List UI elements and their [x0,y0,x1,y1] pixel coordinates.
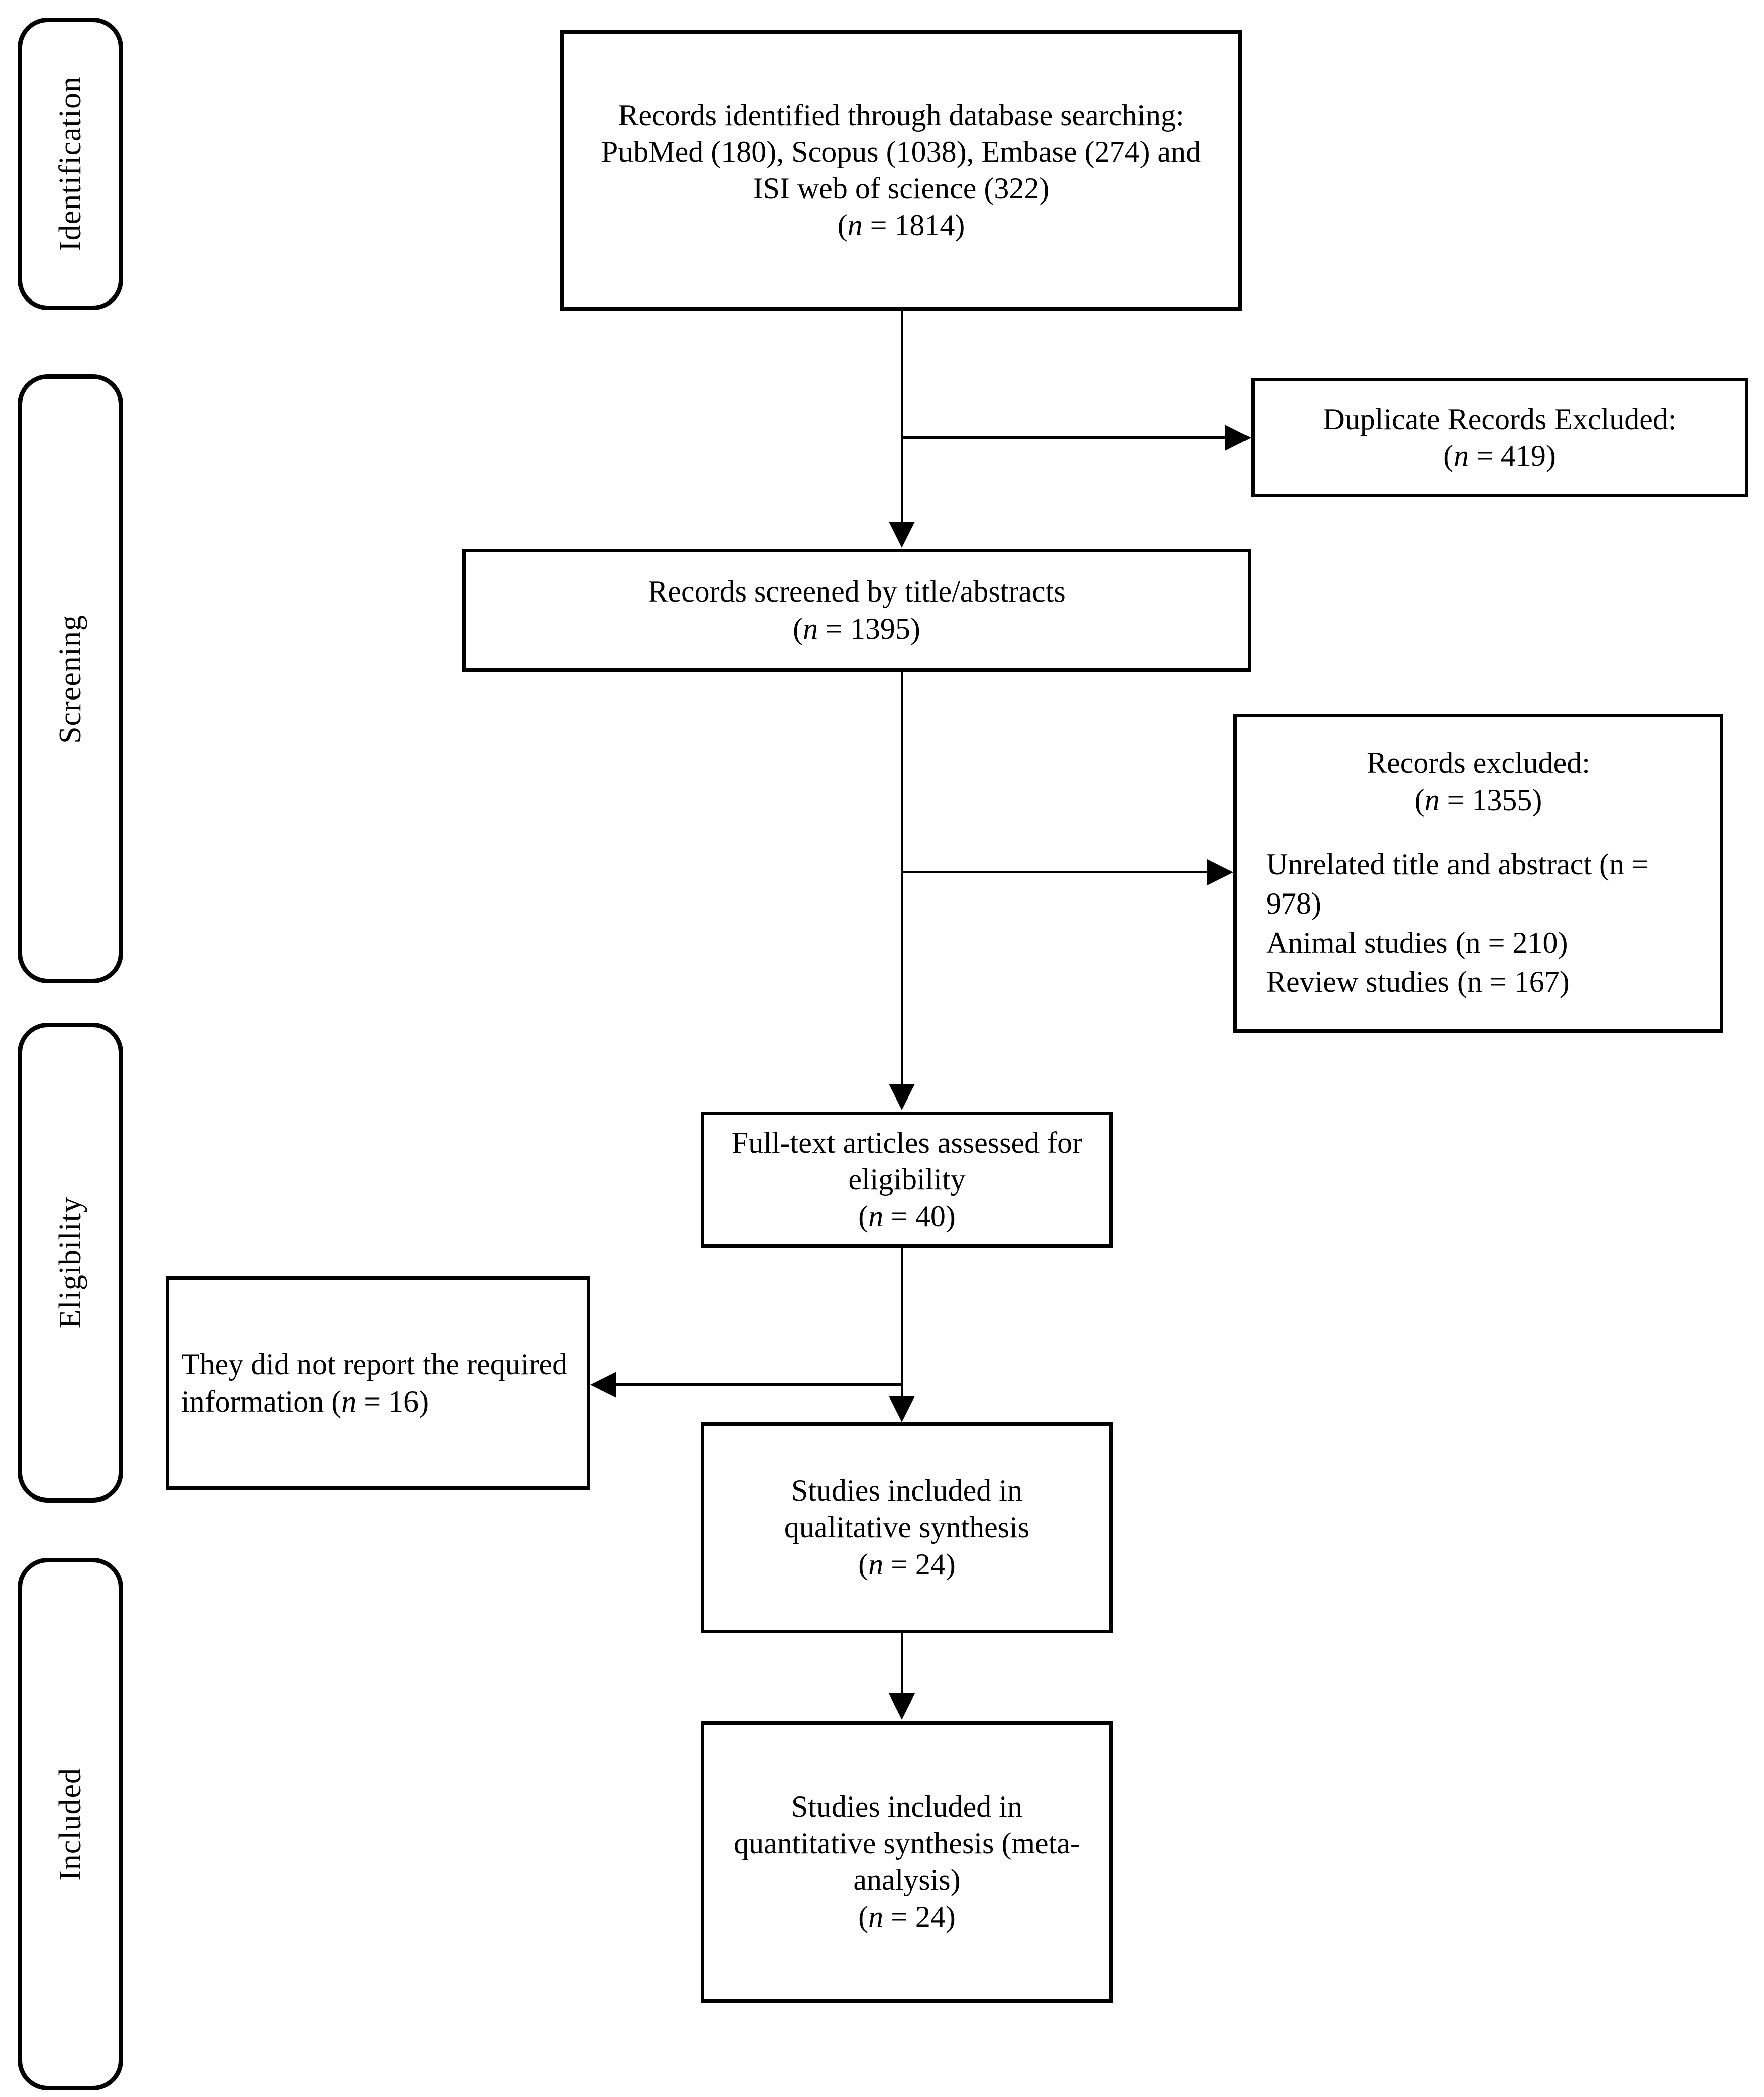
count-open-paren: ( [793,612,803,645]
records-excluded-reason-1: Unrelated title and abstract (n = 978) [1266,847,1649,920]
quantitative-synthesis-line3: analysis) [853,1863,961,1896]
count-n-symbol: n [847,209,863,242]
not-reported-line1: They did not report the required [181,1348,568,1381]
arrowhead-to-records-excluded [1207,859,1233,885]
box-records-excluded: Records excluded: (n = 1355) Unrelated t… [1233,714,1723,1033]
count-number: = 24) [883,1547,956,1581]
connector-qualitative-to-quantitative [901,1633,903,1693]
count-open-paren: ( [1414,783,1425,817]
box-full-text-assessed: Full-text articles assessed for eligibil… [701,1112,1113,1248]
arrowhead-to-fulltext [889,1084,915,1110]
connector-to-records-excluded [901,871,1207,873]
box-qualitative-synthesis: Studies included in qualitative synthesi… [701,1422,1113,1633]
box-not-reported: They did not report the required informa… [166,1276,590,1490]
stage-identification-label: Identification [53,76,87,251]
records-excluded-reason-2: Animal studies (n = 210) [1266,926,1568,959]
arrowhead-to-records-screened [889,522,915,548]
arrowhead-to-duplicates [1225,425,1251,451]
stage-screening-label: Screening [53,614,87,744]
qualitative-synthesis-line2: qualitative synthesis [784,1511,1030,1544]
arrowhead-to-quantitative [889,1693,915,1720]
stage-eligibility: Eligibility [18,1023,123,1503]
count-open-paren: ( [837,209,848,242]
count-open-paren: ( [858,1547,869,1581]
full-text-assessed-line2: eligibility [848,1162,966,1196]
arrowhead-to-not-reported [590,1372,616,1398]
records-identified-count: (n = 1814) [576,207,1226,244]
count-n-symbol: n [1454,439,1469,472]
box-records-screened: Records screened by title/abstracts (n =… [462,549,1251,672]
not-reported-line2-post: = 16) [356,1384,429,1418]
not-reported-text: They did not report the required informa… [169,1346,587,1420]
count-n-symbol: n [868,1900,884,1934]
box-duplicate-records-excluded: Duplicate Records Excluded: (n = 419) [1251,378,1748,497]
connector-to-not-reported [616,1383,903,1386]
qualitative-synthesis-line1: Studies included in [791,1474,1022,1508]
not-reported-line2-pre: information ( [181,1384,342,1418]
count-number: = 1814) [862,209,965,242]
count-open-paren: ( [1443,439,1454,472]
stage-included-label: Included [53,1767,87,1881]
records-excluded-line1: Records excluded: [1367,746,1590,780]
records-excluded-count: (n = 1355) [1249,782,1708,819]
records-screened-count: (n = 1395) [478,611,1235,647]
duplicates-excluded-text: Duplicate Records Excluded: (n = 419) [1255,401,1745,474]
count-n-symbol: n [341,1384,357,1418]
connector-to-duplicates [901,436,1225,439]
count-n-symbol: n [803,612,818,645]
stage-eligibility-label: Eligibility [53,1196,87,1329]
records-identified-text: Records identified through database sear… [564,97,1238,244]
count-n-symbol: n [868,1200,884,1233]
records-identified-line3: ISI web of science (322) [753,172,1050,205]
qualitative-synthesis-count: (n = 24) [716,1546,1097,1583]
quantitative-synthesis-line2: quantitative synthesis (meta- [734,1826,1080,1860]
count-open-paren: ( [858,1200,869,1233]
connector-identified-to-screened [901,311,903,522]
box-records-identified: Records identified through database sear… [560,30,1242,311]
records-excluded-reasons: Unrelated title and abstract (n = 978) A… [1249,845,1708,1002]
full-text-assessed-line1: Full-text articles assessed for [731,1126,1083,1159]
records-identified-line1: Records identified through database sear… [618,98,1184,132]
count-number: = 40) [883,1200,956,1233]
stage-screening: Screening [18,374,123,983]
duplicates-excluded-line1: Duplicate Records Excluded: [1323,402,1677,436]
records-excluded-text: Records excluded: (n = 1355) Unrelated t… [1237,745,1720,1001]
box-quantitative-synthesis: Studies included in quantitative synthes… [701,1721,1113,2003]
count-n-symbol: n [1424,783,1440,817]
records-excluded-reason-3: Review studies (n = 167) [1266,965,1570,998]
stage-included: Included [18,1558,123,2090]
count-open-paren: ( [858,1900,869,1934]
records-identified-line2: PubMed (180), Scopus (1038), Embase (274… [601,135,1201,168]
count-number: = 24) [883,1900,956,1934]
quantitative-synthesis-line1: Studies included in [791,1789,1022,1823]
count-n-symbol: n [868,1547,884,1581]
full-text-assessed-text: Full-text articles assessed for eligibil… [704,1125,1109,1235]
records-screened-line1: Records screened by title/abstracts [648,575,1066,609]
not-reported-line2: information (n = 16) [181,1383,575,1420]
duplicates-excluded-count: (n = 419) [1267,438,1733,474]
connector-screened-to-fulltext [901,672,903,1084]
arrowhead-to-qualitative [889,1396,915,1422]
records-screened-text: Records screened by title/abstracts (n =… [466,573,1248,647]
connector-fulltext-to-qualitative [901,1248,903,1396]
quantitative-synthesis-text: Studies included in quantitative synthes… [704,1788,1109,1936]
count-number: = 1395) [818,612,920,645]
count-number: = 1355) [1439,783,1542,817]
stage-identification: Identification [18,18,123,310]
qualitative-synthesis-text: Studies included in qualitative synthesi… [704,1472,1109,1583]
quantitative-synthesis-count: (n = 24) [716,1899,1097,1935]
full-text-assessed-count: (n = 40) [716,1198,1097,1235]
count-number: = 419) [1469,439,1556,472]
